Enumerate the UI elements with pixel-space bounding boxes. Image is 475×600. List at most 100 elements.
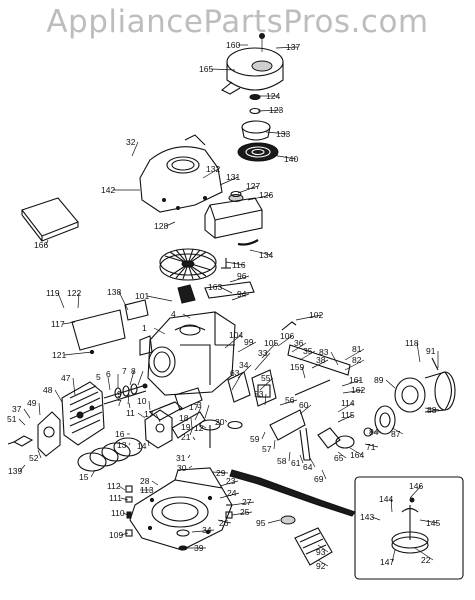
cylinder-head bbox=[61, 381, 105, 446]
part-callout: 55 bbox=[261, 373, 271, 383]
callout-leader bbox=[344, 348, 365, 361]
part-callout: 142 bbox=[101, 185, 115, 195]
callout-leader bbox=[317, 544, 329, 553]
part-callout: 4 bbox=[171, 309, 176, 319]
callout-leader bbox=[38, 402, 41, 416]
callout-leader bbox=[128, 442, 131, 446]
callout-leader bbox=[364, 443, 379, 448]
part-callout: 47 bbox=[61, 373, 71, 383]
inset-detail-box bbox=[354, 476, 464, 580]
callout-leader bbox=[18, 418, 26, 426]
part-callout: 34 bbox=[239, 360, 249, 370]
callout-leader bbox=[204, 404, 210, 419]
callout-leader bbox=[137, 370, 144, 386]
part-callout: 39 bbox=[194, 543, 204, 553]
callout-leader bbox=[419, 519, 439, 524]
part-callout: 64 bbox=[303, 462, 313, 472]
part-callout: 7 bbox=[117, 398, 122, 408]
callout-leader bbox=[299, 404, 312, 415]
callout-leader bbox=[224, 419, 228, 423]
muffler bbox=[280, 515, 333, 566]
callout-leader bbox=[337, 414, 354, 423]
callout-leader bbox=[299, 350, 316, 361]
callout-leader bbox=[337, 402, 354, 413]
part-callout: 147 bbox=[380, 557, 394, 567]
part-callout: 112 bbox=[107, 481, 121, 491]
callout-leader bbox=[391, 427, 404, 435]
callout-leader bbox=[219, 286, 233, 294]
part-callout: 133 bbox=[276, 129, 290, 139]
callout-leader bbox=[72, 377, 76, 396]
part-callout: 117 bbox=[51, 319, 65, 329]
part-callout: 146 bbox=[409, 481, 423, 491]
callout-leader bbox=[371, 516, 381, 521]
part-callout: 13 bbox=[117, 440, 127, 450]
callout-leader bbox=[409, 485, 422, 499]
part-callout: 114 bbox=[341, 398, 355, 408]
part-callout: 134 bbox=[259, 250, 273, 260]
exhaust-pipe bbox=[229, 469, 356, 517]
callout-leader bbox=[189, 426, 194, 436]
flywheel-bolt bbox=[221, 258, 231, 269]
part-callout: 65 bbox=[334, 453, 344, 463]
part-callout: 58 bbox=[277, 456, 287, 466]
part-callout: 89 bbox=[374, 375, 384, 385]
part-callout: 93 bbox=[316, 547, 326, 557]
part-callout: 49 bbox=[27, 398, 37, 408]
part-callout: 137 bbox=[286, 42, 300, 52]
crankcase-base bbox=[129, 467, 233, 551]
part-callout: 83 bbox=[319, 347, 329, 357]
part-callout: 37 bbox=[12, 404, 22, 414]
callout-leader bbox=[165, 221, 176, 227]
callout-leader bbox=[120, 532, 129, 536]
callout-leader bbox=[23, 408, 31, 419]
callout-leader bbox=[120, 497, 129, 501]
callout-leader bbox=[77, 292, 80, 309]
recoil-starter-housing bbox=[220, 33, 284, 95]
callout-leader bbox=[190, 417, 193, 429]
part-callout: 106 bbox=[280, 331, 294, 341]
callout-leader bbox=[225, 261, 245, 266]
callout-leader bbox=[337, 451, 347, 459]
part-callout: 122 bbox=[67, 288, 81, 298]
callout-leader bbox=[254, 352, 271, 371]
callout-leader bbox=[414, 547, 434, 561]
callout-leader bbox=[137, 412, 146, 419]
part-callout: 52 bbox=[29, 453, 39, 463]
part-callout: 48 bbox=[43, 385, 53, 395]
part-callout: 71 bbox=[366, 442, 376, 452]
callout-leader bbox=[131, 141, 139, 157]
part-callout: 161 bbox=[349, 375, 363, 385]
shroud-bracket bbox=[71, 309, 126, 355]
cover-plate bbox=[124, 299, 149, 321]
ignition-module bbox=[177, 281, 255, 304]
part-callout: 6 bbox=[106, 369, 111, 379]
piston-connecting-rod bbox=[144, 409, 206, 449]
fuel-tank bbox=[204, 197, 263, 239]
fuel-cap bbox=[228, 190, 244, 202]
part-callout: 144 bbox=[379, 494, 393, 504]
callout-leader bbox=[54, 389, 63, 403]
callout-leader bbox=[391, 549, 396, 563]
part-callout: 20 bbox=[215, 417, 225, 427]
part-callout: 116 bbox=[232, 260, 246, 270]
part-callout: 81 bbox=[352, 344, 362, 354]
part-callout: 119 bbox=[46, 288, 60, 298]
callout-leader bbox=[129, 370, 135, 386]
part-callout: 18 bbox=[179, 413, 189, 423]
callout-leader bbox=[342, 389, 364, 394]
callout-leader bbox=[147, 439, 150, 447]
callout-leader bbox=[390, 498, 393, 513]
part-callout: 121 bbox=[52, 350, 66, 360]
starter-pulley bbox=[241, 120, 271, 141]
callout-leader bbox=[188, 465, 193, 469]
part-callout: 53 bbox=[254, 389, 264, 399]
part-callout: 69 bbox=[314, 474, 324, 484]
part-callout: 165 bbox=[199, 64, 213, 74]
part-callout: 110 bbox=[111, 508, 125, 518]
callout-leader bbox=[264, 393, 267, 406]
callout-leader bbox=[261, 431, 266, 440]
part-callout: 94 bbox=[237, 289, 247, 299]
